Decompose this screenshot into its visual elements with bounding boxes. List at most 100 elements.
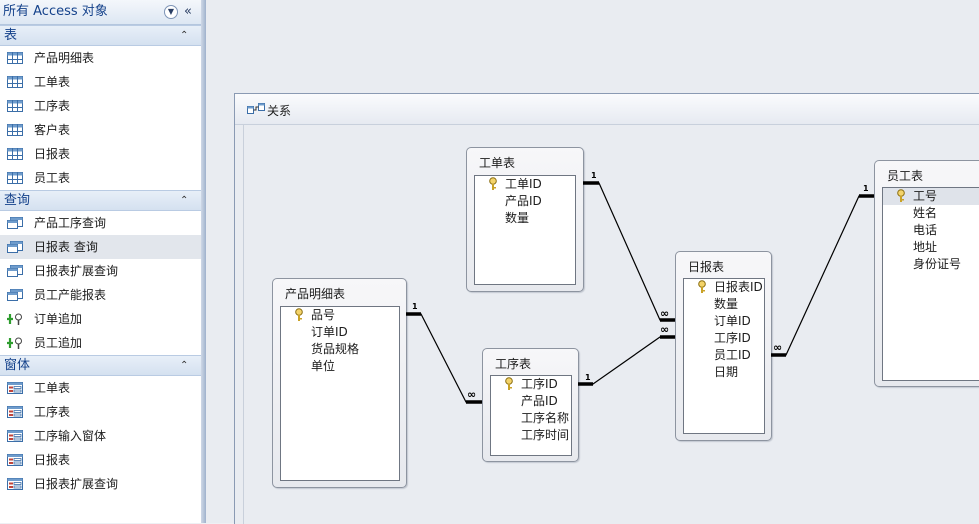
field-item[interactable]: 日期	[684, 364, 764, 381]
field-item[interactable]: 工序ID	[491, 376, 571, 393]
nav-item-query[interactable]: 日报表扩展查询	[0, 259, 201, 283]
field-item[interactable]: 数量	[475, 210, 575, 227]
field-item[interactable]: 员工ID	[684, 347, 764, 364]
many-label: ∞	[660, 323, 670, 336]
field-name: 品号	[311, 308, 336, 322]
field-name: 电话	[913, 223, 938, 237]
many-label: ∞	[467, 388, 477, 401]
nav-item-table[interactable]: 日报表	[0, 142, 201, 166]
primary-key-icon	[698, 280, 706, 293]
nav-item-table[interactable]: 客户表	[0, 118, 201, 142]
nav-item-table[interactable]: 产品明细表	[0, 46, 201, 70]
table-title[interactable]: 工单表	[479, 156, 516, 170]
table-ribao[interactable]: 日报表 日报表ID 数量 订单ID 工序ID 员工ID 日期	[675, 251, 772, 441]
nav-item-form[interactable]: 工单表	[0, 376, 201, 400]
field-item[interactable]: 身份证号	[883, 256, 979, 273]
field-list[interactable]: 工号 姓名 电话 地址 身份证号	[882, 187, 979, 381]
nav-pane-splitter[interactable]	[201, 0, 206, 523]
nav-group-forms[interactable]: 窗体 ⌃	[0, 355, 201, 376]
field-item[interactable]: 工序ID	[684, 330, 764, 347]
form-icon	[7, 454, 23, 466]
append-query-icon	[7, 313, 22, 325]
relationships-tab[interactable]: 关系	[235, 94, 979, 125]
table-yuangong[interactable]: 员工表 工号 姓名 电话 地址 身份证号	[874, 160, 979, 387]
field-name: 工序ID	[714, 331, 751, 345]
nav-item-table[interactable]: 工单表	[0, 70, 201, 94]
field-list[interactable]: 工单ID 产品ID 数量	[474, 175, 576, 285]
field-list[interactable]: 品号 订单ID 货品规格 单位	[280, 306, 400, 481]
relationships-title: 关系	[267, 104, 292, 118]
navigation-pane: 所有 Access 对象 ▼ « 表 ⌃ 产品明细表 工单表 工序表 客户表 日…	[0, 0, 202, 523]
primary-key-icon	[505, 377, 513, 390]
select-query-icon	[7, 241, 23, 253]
field-item[interactable]: 日报表ID	[684, 279, 764, 296]
nav-group-label: 窗体	[4, 358, 31, 373]
table-title[interactable]: 产品明细表	[285, 287, 346, 301]
nav-item-label: 工单表	[34, 75, 71, 89]
field-item[interactable]: 产品ID	[491, 393, 571, 410]
nav-pane-header[interactable]: 所有 Access 对象 ▼ «	[0, 0, 201, 25]
table-chanpin[interactable]: 产品明细表 品号 订单ID 货品规格 单位	[272, 278, 407, 488]
dropdown-circle-icon[interactable]: ▼	[164, 5, 178, 19]
field-item[interactable]: 工号	[883, 188, 979, 205]
nav-group-queries[interactable]: 查询 ⌃	[0, 190, 201, 211]
field-name: 订单ID	[311, 325, 348, 339]
primary-key-icon	[897, 189, 905, 202]
field-item[interactable]: 数量	[684, 296, 764, 313]
nav-item-query[interactable]: 订单追加	[0, 307, 201, 331]
field-item[interactable]: 订单ID	[684, 313, 764, 330]
select-query-icon	[7, 217, 23, 229]
form-icon	[7, 382, 23, 394]
nav-item-form[interactable]: 工序表	[0, 400, 201, 424]
nav-item-label: 日报表	[34, 147, 71, 161]
nav-group-tables[interactable]: 表 ⌃	[0, 25, 201, 46]
field-item[interactable]: 工单ID	[475, 176, 575, 193]
table-title[interactable]: 工序表	[495, 357, 532, 371]
append-query-icon	[7, 337, 22, 349]
nav-item-table[interactable]: 工序表	[0, 94, 201, 118]
nav-pane-title[interactable]: 所有 Access 对象	[3, 4, 108, 19]
nav-item-form[interactable]: 工序输入窗体	[0, 424, 201, 448]
nav-item-table[interactable]: 员工表	[0, 166, 201, 190]
field-item[interactable]: 单位	[281, 358, 399, 375]
nav-item-query[interactable]: 产品工序查询	[0, 211, 201, 235]
collapse-pane-icon[interactable]: «	[184, 4, 192, 19]
field-name: 单位	[311, 359, 336, 373]
field-item[interactable]: 产品ID	[475, 193, 575, 210]
nav-item-label: 日报表扩展查询	[34, 477, 119, 491]
nav-item-form[interactable]: 日报表扩展查询	[0, 472, 201, 496]
nav-item-label: 工序表	[34, 99, 71, 113]
field-name: 员工ID	[714, 348, 751, 362]
chevron-up-icon[interactable]: ⌃	[180, 360, 189, 371]
table-gongdan[interactable]: 工单表 工单ID 产品ID 数量	[466, 147, 584, 292]
field-item[interactable]: 品号	[281, 307, 399, 324]
field-name: 地址	[913, 240, 938, 254]
field-name: 订单ID	[714, 314, 751, 328]
table-icon	[7, 148, 23, 160]
chevron-up-icon[interactable]: ⌃	[180, 195, 189, 206]
field-item[interactable]: 姓名	[883, 205, 979, 222]
nav-item-query[interactable]: 员工追加	[0, 331, 201, 355]
one-label: 1	[585, 373, 591, 382]
chevron-up-icon[interactable]: ⌃	[180, 30, 189, 41]
table-gongxu[interactable]: 工序表 工序ID 产品ID 工序名称 工序时间	[482, 348, 579, 462]
nav-item-form[interactable]: 日报表	[0, 448, 201, 472]
field-list[interactable]: 工序ID 产品ID 工序名称 工序时间	[490, 375, 572, 456]
field-name: 工序ID	[521, 377, 558, 391]
nav-item-label: 员工产能报表	[34, 288, 107, 302]
table-title[interactable]: 员工表	[887, 169, 924, 183]
form-icon	[7, 430, 23, 442]
field-list[interactable]: 日报表ID 数量 订单ID 工序ID 员工ID 日期	[683, 278, 765, 434]
table-title[interactable]: 日报表	[688, 260, 725, 274]
field-item[interactable]: 订单ID	[281, 324, 399, 341]
nav-group-label: 表	[4, 28, 18, 43]
nav-item-query[interactable]: 日报表 查询	[0, 235, 201, 259]
field-item[interactable]: 工序名称	[491, 410, 571, 427]
nav-item-query[interactable]: 员工产能报表	[0, 283, 201, 307]
field-item[interactable]: 地址	[883, 239, 979, 256]
field-item[interactable]: 工序时间	[491, 427, 571, 444]
nav-item-label: 工序表	[34, 405, 71, 419]
nav-item-label: 日报表 查询	[34, 240, 98, 254]
field-item[interactable]: 电话	[883, 222, 979, 239]
field-item[interactable]: 货品规格	[281, 341, 399, 358]
